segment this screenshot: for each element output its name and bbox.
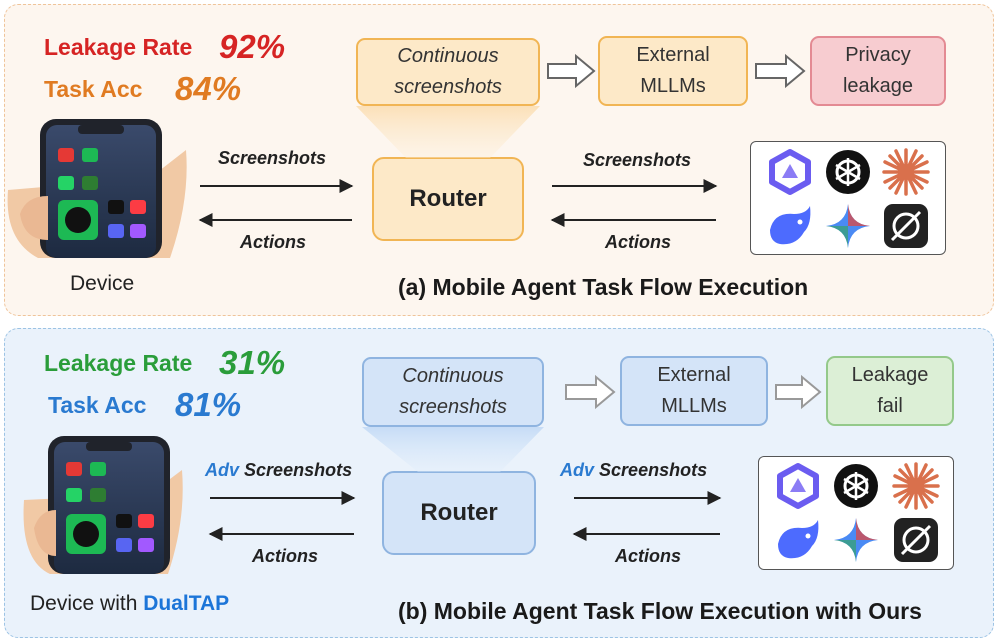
screenshots-label: Screenshots — [218, 148, 327, 168]
box-text: Continuous — [397, 45, 499, 67]
grok-icon — [884, 204, 928, 248]
router-box: Router — [372, 157, 524, 241]
leakage-rate-label: Leakage Rate — [44, 350, 193, 376]
screenshots-text: Screenshots — [244, 460, 353, 480]
claude-icon — [892, 462, 940, 510]
leakage-fail-box: Leakage fail — [826, 356, 954, 426]
task-acc-label: Task Acc — [44, 76, 143, 102]
dualtap-highlight: DualTAP — [143, 592, 230, 615]
box-text: fail — [877, 395, 903, 417]
box-text: Privacy — [845, 44, 911, 66]
device-label: Device — [70, 272, 135, 295]
adv-screenshots-label: Adv Screenshots — [560, 460, 707, 481]
leakage-rate-value: 31% — [219, 344, 286, 381]
actions-label: Actions — [252, 546, 319, 566]
hollow-arrow — [755, 53, 806, 89]
openai-icon — [834, 464, 878, 508]
continuous-screenshots-box: Continuous screenshots — [362, 357, 544, 427]
leakage-rate-label: Leakage Rate — [44, 34, 193, 60]
gemini-icon — [834, 518, 878, 562]
funnel-shape — [362, 427, 544, 472]
device-text: Device with — [30, 592, 138, 615]
hollow-arrow — [547, 53, 596, 89]
actions-label: Actions — [240, 232, 307, 252]
adv-prefix: Adv — [205, 460, 240, 480]
phone-device — [23, 436, 183, 574]
openai-icon — [826, 150, 870, 194]
phone-device — [7, 119, 187, 258]
hollow-arrow — [775, 374, 822, 410]
task-acc-label: Task Acc — [48, 392, 147, 418]
box-text: External — [657, 364, 731, 386]
router-box: Router — [382, 471, 536, 555]
caption-b: (b) Mobile Agent Task Flow Execution wit… — [398, 598, 922, 624]
task-acc-value: 84% — [175, 70, 242, 107]
box-text: MLLMs — [640, 75, 706, 97]
actions-label: Actions — [615, 546, 682, 566]
qwen-icon — [769, 149, 811, 195]
caption-a: (a) Mobile Agent Task Flow Execution — [398, 274, 809, 300]
box-text: leakage — [842, 75, 914, 97]
adv-screenshots-label: Adv Screenshots — [205, 460, 352, 481]
deepseek-icon — [778, 520, 819, 559]
task-acc-value: 81% — [175, 386, 242, 423]
funnel-shape — [356, 106, 540, 158]
deepseek-icon — [770, 206, 811, 245]
screenshots-label: Screenshots — [583, 150, 692, 170]
box-text: screenshots — [399, 396, 507, 418]
box-text: External — [636, 44, 710, 66]
box-text: MLLMs — [661, 395, 727, 417]
box-text: Continuous — [402, 365, 504, 387]
hollow-arrow — [565, 374, 616, 410]
gemini-icon — [826, 204, 870, 248]
adv-prefix: Adv — [560, 460, 595, 480]
qwen-icon — [777, 463, 819, 509]
claude-icon — [882, 148, 930, 196]
privacy-leakage-box: Privacy leakage — [810, 36, 946, 106]
box-text: screenshots — [394, 76, 502, 98]
leakage-rate-value: 92% — [219, 28, 286, 65]
device-label: Device with DualTAP — [30, 592, 229, 616]
continuous-screenshots-box: Continuous screenshots — [356, 38, 540, 106]
actions-label: Actions — [605, 232, 672, 252]
box-text: Leakage — [851, 364, 929, 386]
grok-icon — [894, 518, 938, 562]
screenshots-text: Screenshots — [599, 460, 708, 480]
